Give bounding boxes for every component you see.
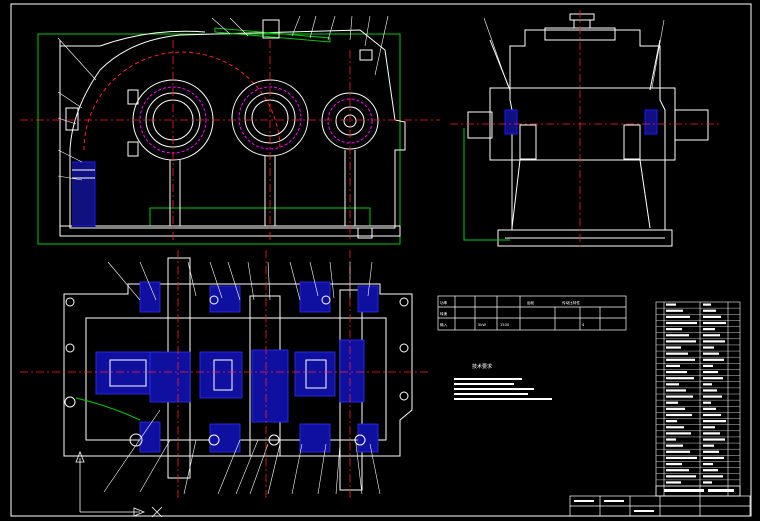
parts-list-text-mark xyxy=(666,407,685,410)
parts-list-text-mark xyxy=(703,432,720,435)
parts-list-text-mark xyxy=(703,438,725,441)
spec-table-header-mid: 齿轮 xyxy=(527,300,535,305)
spec-table-row-value-2: 1500 xyxy=(500,323,510,327)
parts-list-text-mark xyxy=(666,315,690,318)
spec-table-row-label-2: 转速 xyxy=(440,311,448,316)
parts-list-text-mark xyxy=(703,377,723,380)
parts-list-text-mark xyxy=(703,328,715,331)
parts-list-text-mark xyxy=(703,370,718,374)
drawing-frame xyxy=(10,3,752,517)
plan-view-gear-sections xyxy=(95,281,379,453)
spec-table-row-label-1: 功率 xyxy=(440,300,448,305)
parts-list-text-mark xyxy=(666,450,690,453)
side-view-centerlines xyxy=(450,10,720,250)
parts-list-text-mark xyxy=(666,370,687,374)
parts-list-text-mark xyxy=(703,401,711,404)
parts-list-text-mark xyxy=(703,481,712,484)
front-view-centerlines xyxy=(20,40,440,240)
tech-requirements-title: 技术要求 xyxy=(472,363,492,370)
plan-view xyxy=(63,257,413,491)
front-view-housing xyxy=(69,29,406,229)
parts-list-text-mark xyxy=(703,364,713,368)
parts-list-text-mark xyxy=(666,364,680,368)
parts-list-text-mark xyxy=(703,389,717,392)
parts-list-text-mark xyxy=(666,475,696,478)
title-block xyxy=(569,485,751,517)
parts-list-text-mark xyxy=(666,395,693,398)
parts-list-text-mark xyxy=(666,309,683,312)
parts-list-table xyxy=(655,301,741,497)
parts-list-text-mark xyxy=(703,303,711,306)
parts-list-text-mark xyxy=(703,315,721,318)
parts-list-text-mark xyxy=(703,456,724,460)
parts-list-text-mark xyxy=(666,481,681,484)
spec-table xyxy=(437,295,627,331)
parts-list-text-mark xyxy=(703,475,723,478)
tech-requirements-lines xyxy=(454,378,552,400)
parts-list-text-mark xyxy=(703,321,726,325)
parts-list-text-mark xyxy=(666,432,691,435)
parts-list-text-mark xyxy=(703,426,715,429)
parts-list-text-mark xyxy=(703,352,719,355)
side-view xyxy=(463,13,709,247)
title-block-marks xyxy=(574,489,734,512)
parts-list-text-mark xyxy=(666,420,677,423)
spec-table-row-label-3: 输入 xyxy=(440,322,448,327)
front-view-leaders xyxy=(57,15,389,181)
parts-list-text-mark xyxy=(666,383,679,386)
parts-list-text-mark xyxy=(703,383,712,386)
parts-list-text-mark xyxy=(666,377,694,380)
parts-list-text-mark xyxy=(666,321,697,325)
parts-list-text-mark xyxy=(666,303,676,306)
parts-list-text-mark xyxy=(703,444,714,447)
plan-view-leaders xyxy=(103,261,381,495)
parts-list-text-mark xyxy=(703,450,719,453)
parts-list-text-mark xyxy=(703,469,718,472)
parts-list-text-mark xyxy=(666,334,689,337)
parts-list-text-mark xyxy=(703,334,720,337)
parts-list-text-mark xyxy=(666,426,684,429)
side-view-housing xyxy=(509,29,666,231)
parts-list-text-mark xyxy=(666,328,682,331)
parts-list-text-mark xyxy=(703,309,716,312)
ucs-axes-icon xyxy=(75,450,163,518)
front-view-hidden-gear-arc xyxy=(83,51,281,151)
parts-list-text-mark xyxy=(666,456,697,460)
side-view-leaders xyxy=(483,17,665,89)
parts-list-text-mark xyxy=(666,444,683,447)
parts-list-text-mark xyxy=(703,407,716,410)
parts-list-text-mark xyxy=(666,358,695,361)
parts-list-text-mark xyxy=(703,340,725,343)
spec-table-row-value-3: 4 xyxy=(582,323,585,327)
spec-table-header-right: 传动比特性 xyxy=(562,300,580,305)
parts-list-text-mark xyxy=(703,420,726,423)
parts-list-text-mark xyxy=(703,413,721,417)
parts-list-text-mark xyxy=(703,462,713,466)
parts-list-text-mark xyxy=(666,340,696,343)
plan-view-housing xyxy=(63,283,413,457)
parts-list-text-mark xyxy=(703,346,714,349)
parts-list-text-mark xyxy=(666,438,676,441)
parts-list-text-mark xyxy=(666,346,681,349)
parts-list-text-mark xyxy=(703,395,722,398)
parts-list-text-mark xyxy=(666,469,689,472)
parts-list-text-mark xyxy=(666,401,678,404)
parts-list-rows xyxy=(656,303,740,487)
parts-list-text-mark xyxy=(666,413,692,417)
parts-list-text-mark xyxy=(666,389,686,392)
parts-list-text-mark xyxy=(703,358,724,361)
parts-list-text-mark xyxy=(666,462,682,466)
parts-list-text-mark xyxy=(666,352,688,355)
spec-table-row-value-1: 5kW xyxy=(478,323,486,327)
plan-view-centerlines xyxy=(20,250,430,500)
